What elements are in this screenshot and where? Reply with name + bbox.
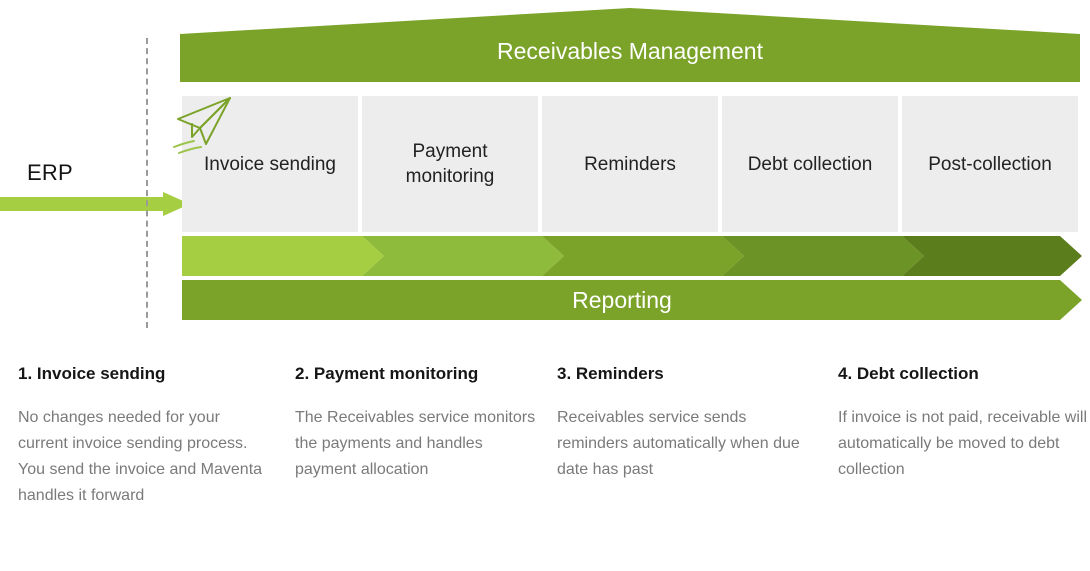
chevron-segment-2	[362, 236, 564, 276]
reporting-label: Reporting	[572, 287, 672, 313]
stage-box-invoice-sending[interactable]: Invoice sending	[173, 96, 358, 232]
arrow-right-icon	[0, 192, 190, 216]
reporting-banner	[182, 280, 1082, 320]
description-columns: 1. Invoice sending No changes needed for…	[0, 363, 1090, 563]
process-chevron-band	[182, 236, 1082, 276]
stage-label: Invoice sending	[203, 153, 337, 175]
description-heading: 3. Reminders	[557, 364, 664, 383]
stage-box-payment-monitoring[interactable]: Payment monitoring	[362, 96, 538, 232]
boundary-divider	[146, 38, 148, 328]
receivables-management-banner	[180, 8, 1080, 82]
chevron-segment-3	[542, 236, 744, 276]
stage-box-reminders[interactable]: Reminders	[542, 96, 718, 232]
stage-label: Reminders	[584, 153, 676, 175]
stage-box-row: Invoice sending Payment monitoring Remin…	[173, 96, 1078, 232]
chevron-segment-5	[902, 236, 1082, 276]
description-debt-collection: 4. Debt collection If invoice is not pai…	[838, 363, 1088, 483]
description-heading: 2. Payment monitoring	[295, 364, 479, 383]
description-body: Receivables service sends reminders auto…	[557, 409, 800, 478]
banner-title: Receivables Management	[497, 38, 763, 64]
stage-box-debt-collection[interactable]: Debt collection	[722, 96, 898, 232]
description-payment-monitoring: 2. Payment monitoring The Receivables se…	[295, 363, 545, 483]
chevron-segment-4	[722, 236, 924, 276]
erp-label: ERP	[27, 160, 73, 185]
stage-box-post-collection[interactable]: Post-collection	[902, 96, 1078, 232]
stage-label: Debt collection	[747, 153, 873, 175]
description-reminders: 3. Reminders Receivables service sends r…	[557, 363, 807, 483]
stage-label: Payment monitoring	[405, 141, 495, 187]
chevron-segment-1	[182, 236, 384, 276]
description-invoice-sending: 1. Invoice sending No changes needed for…	[18, 363, 268, 509]
description-body: No changes needed for your current invoi…	[18, 409, 263, 504]
description-heading: 4. Debt collection	[838, 364, 979, 383]
description-body: The Receivables service monitors the pay…	[295, 409, 536, 478]
description-heading: 1. Invoice sending	[18, 364, 166, 383]
stage-label: Post-collection	[928, 153, 1052, 175]
paper-plane-icon	[173, 97, 231, 154]
description-body: If invoice is not paid, receivable will …	[838, 409, 1088, 478]
